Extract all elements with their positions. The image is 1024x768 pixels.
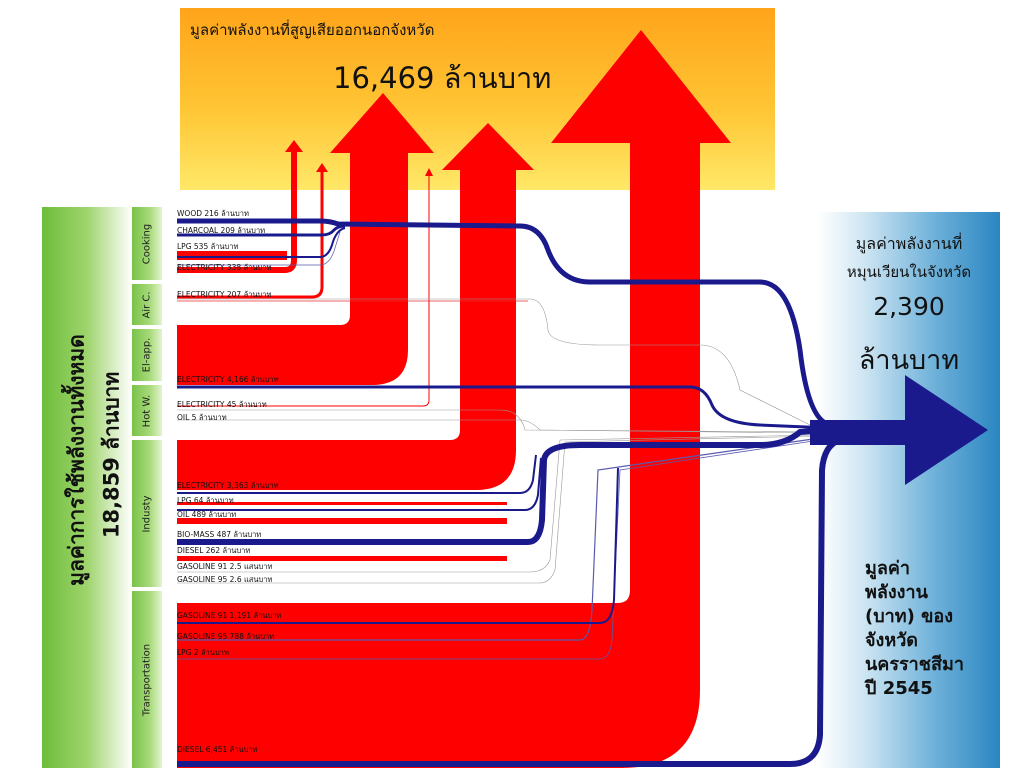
circulating-flow-diesel — [177, 437, 842, 767]
loss-title: มูลค่าพลังงานที่สูญเสียออกนอกจังหวัด — [190, 21, 435, 39]
total-value: 18,859 ล้านบาท — [99, 371, 124, 539]
outflow-line — [177, 298, 821, 431]
outflow-line — [177, 435, 821, 584]
flow-label-electricity-appliances: ELECTRICITY 4,166 ล้านบาท — [177, 375, 279, 384]
flow-label-electricity-industry: ELECTRICITY 3,363 ล้านบาท — [177, 481, 279, 490]
category-transportation: Transportation — [132, 591, 162, 768]
category-air-conditioning: Air C. — [132, 284, 162, 325]
source-bar-lpg — [177, 251, 287, 260]
total-title: มูลค่าการใช้พลังงานทั้งหมด — [64, 334, 89, 586]
circulating-flow-wood — [177, 218, 831, 428]
flow-label-electricity-aircon: ELECTRICITY 207 ล้านบาท — [177, 290, 272, 299]
loss-arrowhead — [425, 168, 433, 176]
flow-label-gasoline95-transport: GASOLINE 95 788 ล้านบาท — [177, 632, 275, 641]
circulating-flow-oil-industry — [177, 457, 542, 511]
flow-label-charcoal: CHARCOAL 209 ล้านบาท — [177, 226, 266, 235]
loss-flow-cooking-electricity — [177, 152, 297, 273]
flow-label-oil-industry: OIL 489 ล้านบาท — [177, 510, 237, 519]
circulating-flow-charcoal — [177, 224, 346, 237]
circulating-flow-biomass — [177, 427, 831, 545]
source-bar-oil-industry — [177, 518, 507, 524]
flow-label-lpg-transport: LPG 2 ล้านบาท — [177, 648, 229, 657]
province-line-2: พลังงาน — [865, 582, 928, 603]
circulating-title-line2: หมุนเวียนในจังหวัด — [846, 263, 972, 281]
outflow-line-gasoline — [177, 437, 821, 641]
loss-flow-transportation — [177, 30, 731, 768]
category-industry: Industy — [132, 440, 162, 587]
source-bar-lpg-industry — [177, 502, 507, 505]
flow-label-gasoline91-industry: GASOLINE 91 2.5 แสนบาท — [177, 562, 273, 571]
circulating-flow-lpg-cooking — [177, 227, 346, 258]
flow-label-lpg-industry: LPG 64 ล้านบาท — [177, 496, 234, 505]
flow-label-gasoline91-transport: GASOLINE 91 1,191 ล้านบาท — [177, 611, 282, 620]
flow-label-biomass: BIO-MASS 487 ล้านบาท — [177, 530, 262, 539]
flow-label-lpg: LPG 535 ล้านบาท — [177, 242, 239, 251]
province-line-3: (บาท) ของ — [865, 606, 954, 627]
circulating-title-line1: มูลค่าพลังงานที่ — [855, 234, 963, 253]
loss-flow-air-conditioning — [177, 172, 324, 299]
category-hot-water: Hot W. — [132, 385, 162, 436]
loss-flow-hot-water — [177, 176, 430, 407]
province-line-4: จังหวัด — [865, 630, 918, 651]
total-panel — [42, 207, 132, 768]
circulating-flow-lpg-industry — [177, 454, 537, 494]
flow-label-electricity-cooking: ELECTRICITY 338 ล้านบาท — [177, 263, 272, 272]
flow-label-electricity-hotwater: ELECTRICITY 45 ล้านบาท — [177, 400, 267, 409]
province-line-5: นครราชสีมา — [865, 654, 964, 675]
source-bar-diesel-industry — [177, 556, 507, 561]
flow-label-diesel-industry: DIESEL 262 ล้านบาท — [177, 546, 251, 555]
category-electric-appliances: El-app. — [132, 329, 162, 381]
province-line-1: มูลค่า — [865, 558, 911, 579]
circulating-arrow — [810, 375, 988, 485]
source-bar-gasoline95 — [177, 630, 597, 640]
loss-flow-electric-appliances — [177, 93, 434, 385]
source-bar-gasoline91 — [177, 605, 597, 619]
flow-label-gasoline95-industry: GASOLINE 95 2.6 แสนบาท — [177, 575, 273, 584]
loss-value: 16,469 ล้านบาท — [333, 61, 552, 95]
outflow-line — [177, 419, 821, 434]
category-cooking: Cooking — [132, 207, 162, 280]
outflow-line — [177, 409, 821, 433]
circulating-panel — [818, 212, 1000, 768]
flow-label-wood: WOOD 216 ล้านบาท — [177, 209, 249, 218]
circulating-value: 2,390 — [873, 292, 945, 321]
province-line-6: ปี 2545 — [865, 678, 933, 699]
flow-label-oil-hotwater: OIL 5 ล้านบาท — [177, 413, 227, 422]
flow-label-diesel-transport: DIESEL 6,451 ล้านบาท — [177, 745, 258, 754]
outflow-line-cooking — [177, 231, 341, 266]
loss-arrowhead — [285, 140, 303, 152]
outflow-line — [177, 434, 821, 573]
loss-flow-industry — [177, 123, 534, 490]
loss-arrowhead — [316, 163, 328, 172]
circulating-flow-hot-water — [177, 385, 831, 430]
circulating-flow-gasoline — [177, 467, 619, 624]
circulating-unit: ล้านบาท — [858, 345, 960, 376]
outflow-line-transport-lpg — [177, 439, 821, 660]
